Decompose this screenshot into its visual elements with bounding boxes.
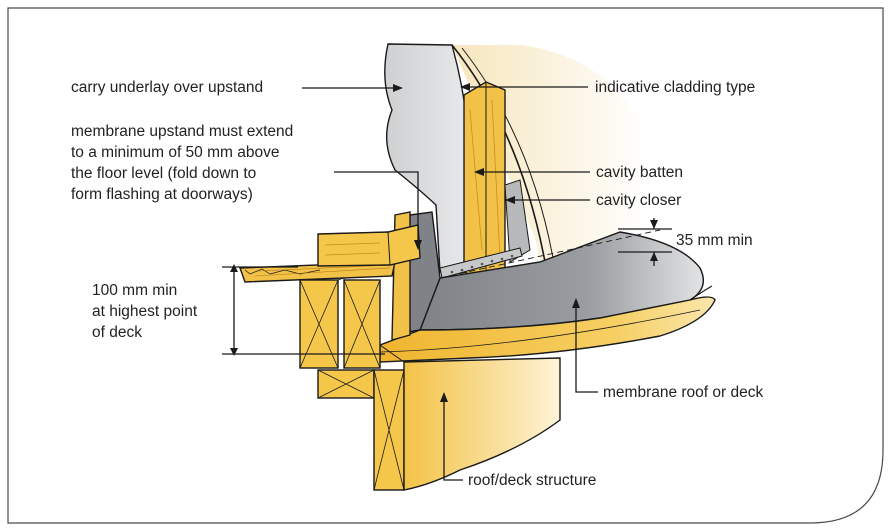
label-gap: 35 mm min: [676, 232, 753, 249]
label-upstand-line: to a minimum of 50 mm above: [71, 144, 280, 161]
label-deck-height-line: of deck: [92, 324, 142, 341]
label-upstand-line: form flashing at doorways): [71, 186, 253, 203]
label-structure: roof/deck structure: [468, 472, 597, 489]
deck-substrate: [379, 296, 716, 363]
top-timber: [317, 224, 421, 267]
label-upstand-line: membrane upstand must extend: [71, 123, 294, 140]
roof-deck-beam: [403, 357, 561, 491]
cladding-edge: [451, 44, 546, 263]
label-deck-height-line: at highest point: [92, 303, 198, 320]
label-underlay: carry underlay over upstand: [71, 79, 264, 96]
label-deck-height-line: 100 mm min: [92, 282, 178, 299]
label-cladding: indicative cladding type: [595, 79, 756, 96]
label-deck-height: 100 mm min at highest point of deck: [92, 280, 222, 343]
label-upstand-line: the floor level (fold down to: [71, 165, 257, 182]
label-closer: cavity closer: [596, 192, 682, 209]
frame-border: [7, 7, 884, 524]
label-upstand: membrane upstand must extend to a minimu…: [71, 121, 351, 205]
label-batten: cavity batten: [596, 164, 684, 181]
label-membrane-roof: membrane roof or deck: [603, 384, 764, 401]
